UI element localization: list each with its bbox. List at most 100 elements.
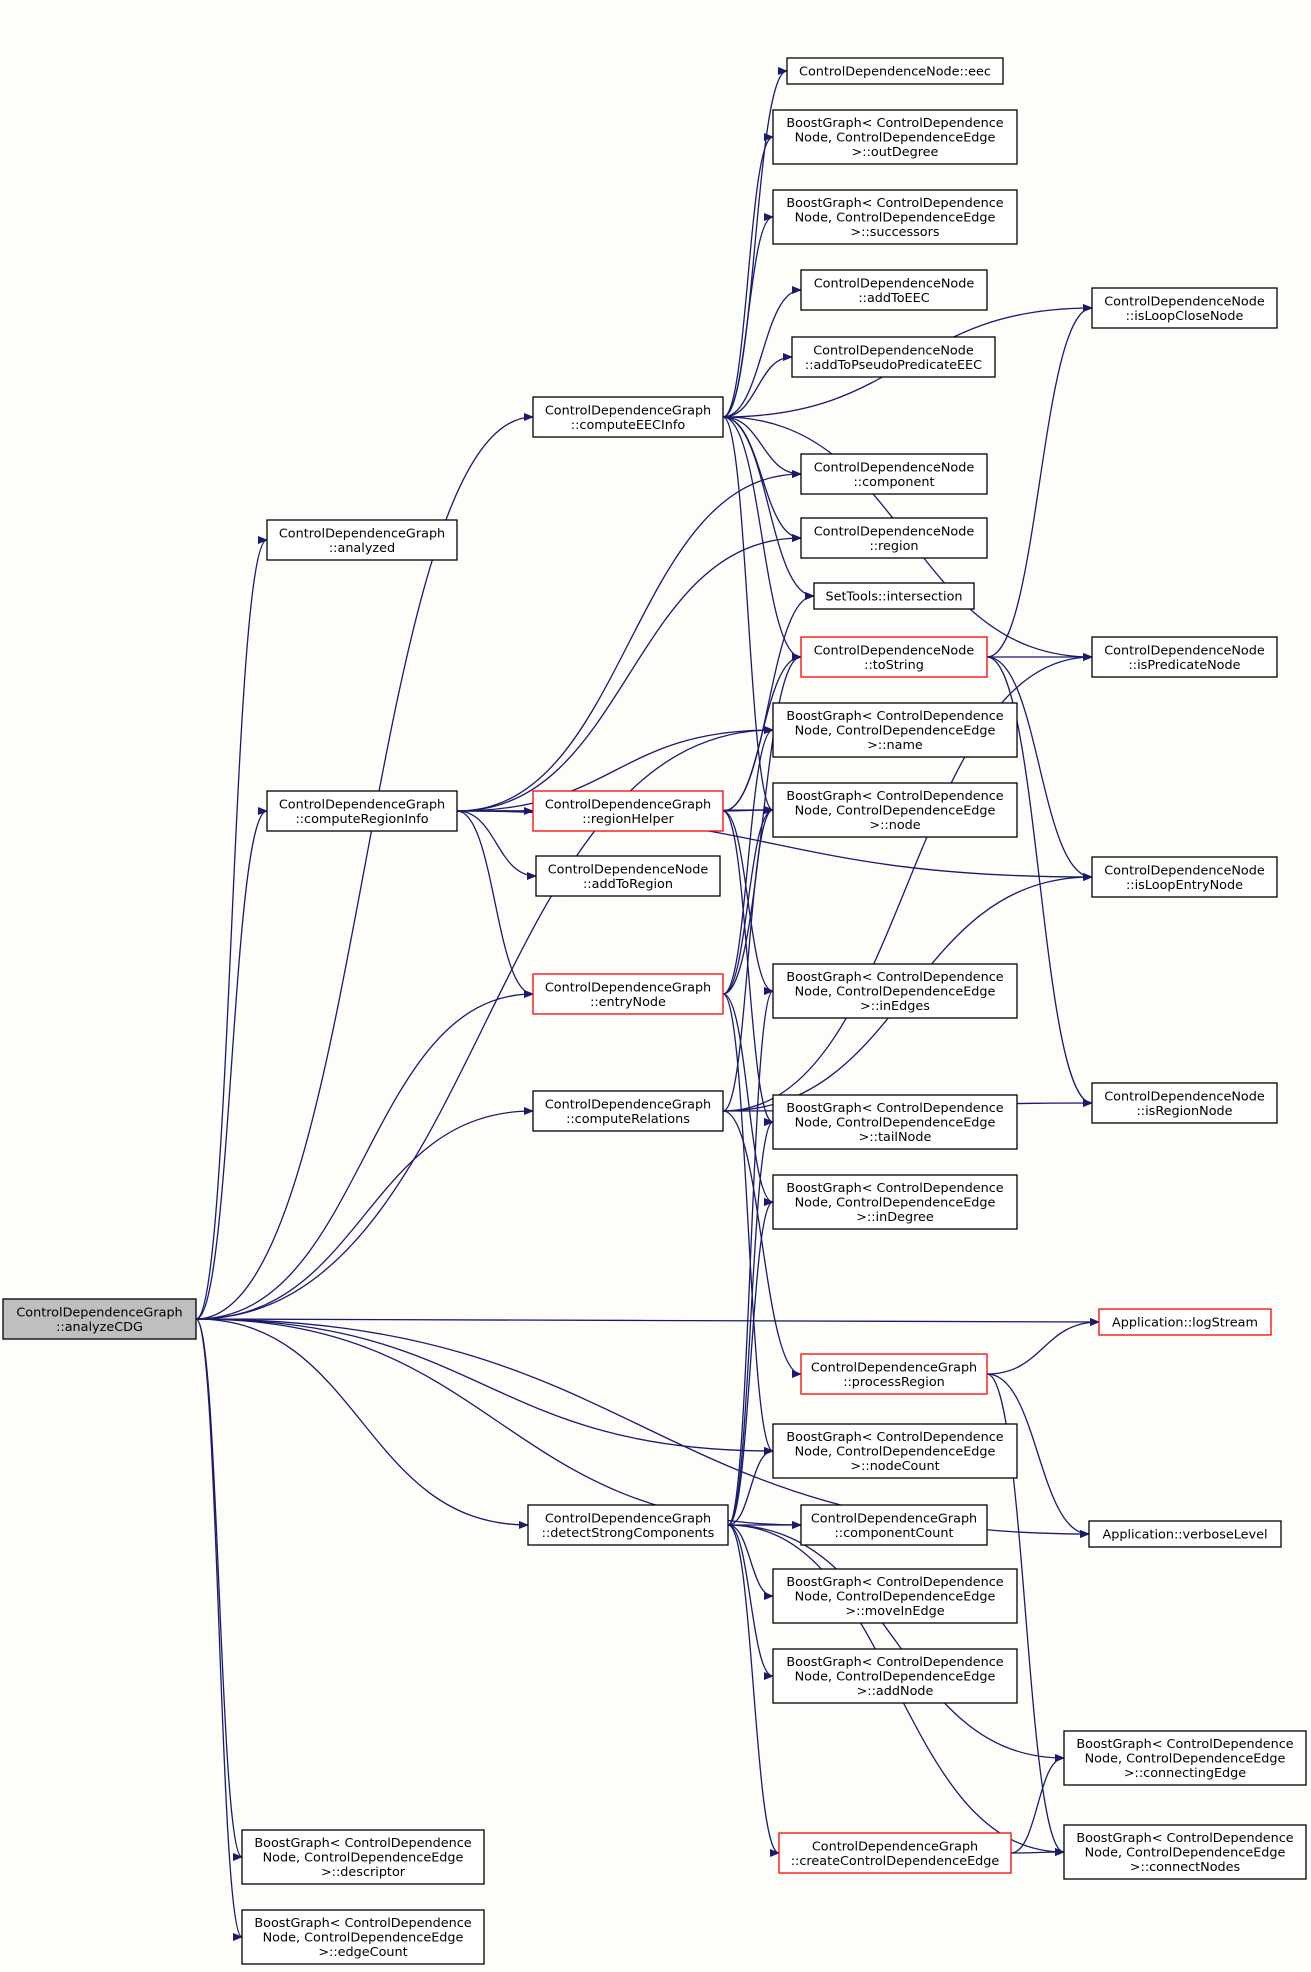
node-isPredicateNode[interactable]: ControlDependenceNode::isPredicateNode bbox=[1091, 636, 1278, 678]
node-label-line: ControlDependenceGraph bbox=[545, 797, 711, 812]
edge-analyzeCDG-to-detectStrongComponents bbox=[195, 1318, 529, 1529]
edge-analyzeCDG-to-componentCount bbox=[195, 1318, 802, 1529]
node-label-line: BoostGraph< ControlDependence bbox=[786, 1655, 1003, 1670]
node-label-line: Node, ControlDependenceEdge bbox=[795, 211, 996, 226]
edge-processRegion-to-connectNodes bbox=[986, 1373, 1065, 1856]
node-label-line: ::detectStrongComponents bbox=[542, 1526, 715, 1541]
node-label-line: ControlDependenceGraph bbox=[279, 797, 445, 812]
edge-computeEECInfo-to-successors bbox=[722, 213, 774, 418]
edge-processRegion-to-verboseLevel bbox=[986, 1373, 1090, 1538]
node-label-line: BoostGraph< ControlDependence bbox=[786, 709, 1003, 724]
edge-analyzeCDG-to-analyzed bbox=[195, 536, 268, 1320]
edge-computeEECInfo-to-addToEEC bbox=[722, 286, 802, 418]
edge-detectStrongComponents-to-tailNode bbox=[727, 1118, 774, 1526]
node-label-line: ::processRegion bbox=[843, 1375, 945, 1390]
node-label-line: Node, ControlDependenceEdge bbox=[795, 1445, 996, 1460]
edge-analyzeCDG-to-logStream bbox=[195, 1317, 1100, 1326]
node-label-line: ::createControlDependenceEdge bbox=[791, 1854, 1000, 1869]
edge-computeEECInfo-to-region bbox=[722, 416, 802, 542]
edge-createControlDependenceEdge-to-connectingEdge bbox=[1010, 1754, 1065, 1854]
node-label-line: >::inEdges bbox=[860, 999, 930, 1014]
node-box bbox=[1088, 1520, 1282, 1548]
edge-computeRelations-to-isPredicateNode bbox=[722, 653, 1093, 1112]
edge-entryNode-to-node bbox=[722, 806, 774, 995]
node-label-line: Node, ControlDependenceEdge bbox=[795, 1116, 996, 1131]
node-label-line: BoostGraph< ControlDependence bbox=[1076, 1737, 1293, 1752]
edge-detectStrongComponents-to-inDegree bbox=[727, 1198, 774, 1526]
node-label-line: BoostGraph< ControlDependence bbox=[254, 1916, 471, 1931]
node-label-line: ControlDependenceGraph bbox=[545, 403, 711, 418]
node-inEdges[interactable]: BoostGraph< ControlDependenceNode, Contr… bbox=[772, 963, 1018, 1019]
node-eec[interactable]: ControlDependenceNode::eec bbox=[786, 57, 1004, 85]
node-nodeCount[interactable]: BoostGraph< ControlDependenceNode, Contr… bbox=[772, 1423, 1018, 1479]
node-node[interactable]: BoostGraph< ControlDependenceNode, Contr… bbox=[772, 782, 1018, 838]
edge-analyzeCDG-to-name bbox=[195, 726, 774, 1320]
node-isLoopEntryNode[interactable]: ControlDependenceNode::isLoopEntryNode bbox=[1091, 856, 1278, 898]
node-addToPseudoPredicateEEC[interactable]: ControlDependenceNode::addToPseudoPredic… bbox=[791, 336, 996, 378]
node-name[interactable]: BoostGraph< ControlDependenceNode, Contr… bbox=[772, 702, 1018, 758]
node-label-line: ControlDependenceNode bbox=[813, 343, 974, 358]
node-label-line: Node, ControlDependenceEdge bbox=[1085, 1752, 1286, 1767]
node-addNode[interactable]: BoostGraph< ControlDependenceNode, Contr… bbox=[772, 1648, 1018, 1704]
node-descriptor[interactable]: BoostGraph< ControlDependenceNode, Contr… bbox=[241, 1829, 485, 1885]
node-label-line: ControlDependenceGraph bbox=[545, 980, 711, 995]
node-label-line: Node, ControlDependenceEdge bbox=[795, 804, 996, 819]
node-toString[interactable]: ControlDependenceNode::toString bbox=[800, 636, 988, 678]
node-intersection[interactable]: SetTools::intersection bbox=[813, 582, 975, 610]
edge-computeRegionInfo-to-entryNode bbox=[456, 810, 534, 998]
node-successors[interactable]: BoostGraph< ControlDependenceNode, Contr… bbox=[772, 189, 1018, 245]
edge-computeEECInfo-to-outDegree bbox=[722, 133, 774, 418]
node-label-line: ::componentCount bbox=[834, 1526, 953, 1541]
node-label-line: ControlDependenceNode bbox=[814, 643, 975, 658]
node-box bbox=[266, 790, 458, 832]
node-moveInEdge[interactable]: BoostGraph< ControlDependenceNode, Contr… bbox=[772, 1568, 1018, 1624]
node-label-line: Node, ControlDependenceEdge bbox=[1085, 1846, 1286, 1861]
node-componentCount[interactable]: ControlDependenceGraph::componentCount bbox=[800, 1504, 988, 1546]
node-label-line: ControlDependenceNode::eec bbox=[799, 65, 991, 80]
node-label-line: SetTools::intersection bbox=[825, 590, 962, 605]
node-processRegion[interactable]: ControlDependenceGraph::processRegion bbox=[800, 1353, 988, 1395]
node-box bbox=[1091, 636, 1278, 678]
node-tailNode[interactable]: BoostGraph< ControlDependenceNode, Contr… bbox=[772, 1094, 1018, 1150]
node-addToRegion[interactable]: ControlDependenceNode::addToRegion bbox=[535, 855, 721, 897]
node-regionHelper[interactable]: ControlDependenceGraph::regionHelper bbox=[532, 790, 724, 832]
node-logStream[interactable]: Application::logStream bbox=[1098, 1308, 1272, 1336]
node-computeEECInfo[interactable]: ControlDependenceGraph::computeEECInfo bbox=[532, 396, 724, 438]
node-inDegree[interactable]: BoostGraph< ControlDependenceNode, Contr… bbox=[772, 1174, 1018, 1230]
node-box bbox=[527, 1504, 729, 1546]
edges-layer bbox=[195, 67, 1100, 1941]
node-label-line: ::computeEECInfo bbox=[571, 418, 686, 433]
node-createControlDependenceEdge[interactable]: ControlDependenceGraph::createControlDep… bbox=[778, 1832, 1012, 1874]
node-box bbox=[800, 517, 988, 559]
node-computeRegionInfo[interactable]: ControlDependenceGraph::computeRegionInf… bbox=[266, 790, 458, 832]
node-label-line: ::addToEEC bbox=[858, 291, 929, 306]
node-label-line: >::successors bbox=[850, 225, 939, 240]
node-addToEEC[interactable]: ControlDependenceNode::addToEEC bbox=[800, 269, 988, 311]
node-region[interactable]: ControlDependenceNode::region bbox=[800, 517, 988, 559]
node-detectStrongComponents[interactable]: ControlDependenceGraph::detectStrongComp… bbox=[527, 1504, 729, 1546]
node-box bbox=[772, 782, 1018, 838]
node-label-line: BoostGraph< ControlDependence bbox=[786, 1575, 1003, 1590]
node-label-line: Node, ControlDependenceEdge bbox=[795, 1670, 996, 1685]
node-component[interactable]: ControlDependenceNode::component bbox=[800, 453, 988, 495]
node-box bbox=[813, 582, 975, 610]
node-isLoopCloseNode[interactable]: ControlDependenceNode::isLoopCloseNode bbox=[1091, 287, 1278, 329]
node-isRegionNode[interactable]: ControlDependenceNode::isRegionNode bbox=[1091, 1082, 1278, 1124]
node-computeRelations[interactable]: ControlDependenceGraph::computeRelations bbox=[532, 1090, 724, 1132]
node-label-line: ::regionHelper bbox=[582, 812, 674, 827]
node-box bbox=[532, 396, 724, 438]
node-label-line: >::outDegree bbox=[852, 145, 939, 160]
node-edgeCount[interactable]: BoostGraph< ControlDependenceNode, Contr… bbox=[241, 1909, 485, 1965]
node-analyzed[interactable]: ControlDependenceGraph::analyzed bbox=[266, 519, 458, 561]
edge-computeRelations-to-node bbox=[722, 806, 774, 1112]
node-connectNodes[interactable]: BoostGraph< ControlDependenceNode, Contr… bbox=[1063, 1824, 1307, 1880]
node-label-line: ControlDependenceNode bbox=[814, 276, 975, 291]
node-verboseLevel[interactable]: Application::verboseLevel bbox=[1088, 1520, 1282, 1548]
node-label-line: ::computeRelations bbox=[566, 1112, 690, 1127]
node-connectingEdge[interactable]: BoostGraph< ControlDependenceNode, Contr… bbox=[1063, 1730, 1307, 1786]
node-label-line: >::descriptor bbox=[321, 1865, 406, 1880]
node-entryNode[interactable]: ControlDependenceGraph::entryNode bbox=[532, 973, 724, 1015]
node-outDegree[interactable]: BoostGraph< ControlDependenceNode, Contr… bbox=[772, 109, 1018, 165]
node-analyzeCDG[interactable]: ControlDependenceGraph::analyzeCDG bbox=[2, 1298, 197, 1340]
